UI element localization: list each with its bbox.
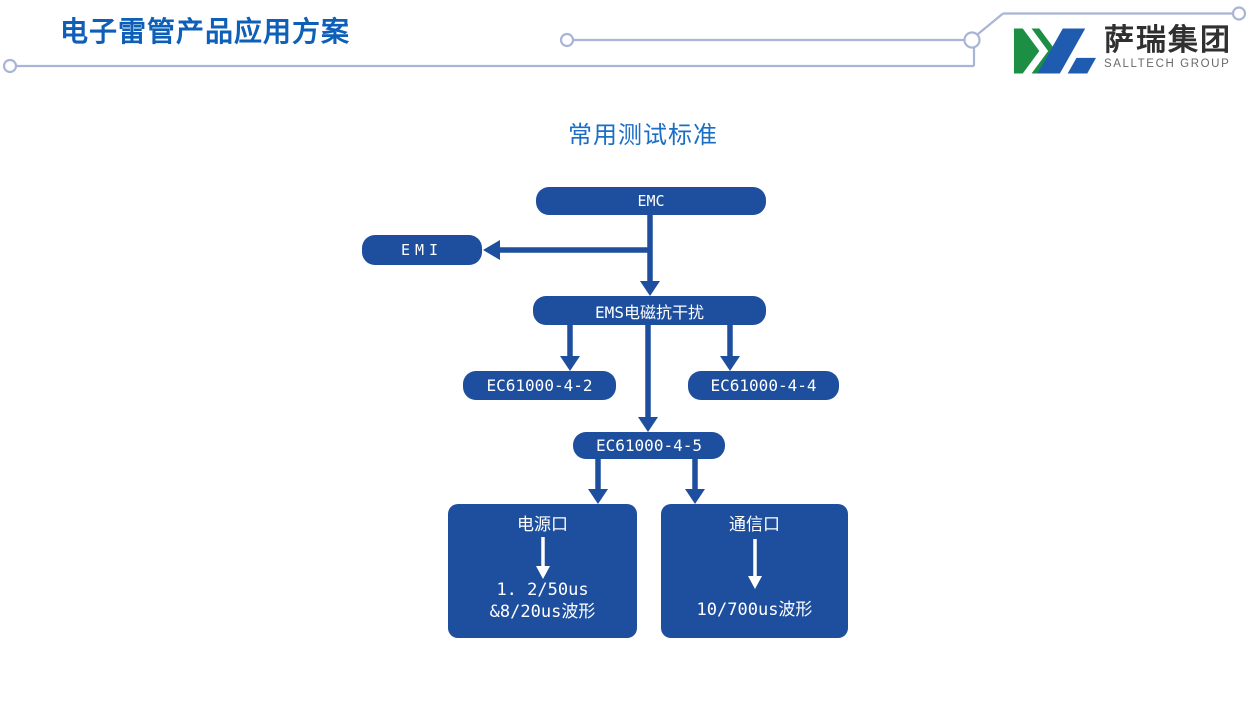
power-port-title: 电源口 — [517, 515, 568, 535]
flow-node-emi-label: EMI — [400, 241, 444, 259]
salltech-logo-icon — [1013, 28, 1096, 74]
power-port-waveform-line1: 1. 2/50us — [496, 580, 589, 600]
down-arrow-icon — [747, 539, 762, 589]
flow-node-ec61000-4-5: EC61000-4-5 — [573, 432, 725, 459]
comm-port-waveform-line1: 10/700us波形 — [696, 600, 813, 620]
logo-company-name: 萨瑞集团 — [1104, 24, 1232, 57]
flow-node-ec61000-4-4-label: EC61000-4-4 — [710, 376, 817, 395]
flow-node-ems-label: EMS电磁抗干扰 — [595, 302, 704, 322]
flow-node-comm-port: 通信口 10/700us波形 — [661, 504, 848, 638]
down-arrow-icon — [535, 537, 550, 579]
flow-node-ems: EMS电磁抗干扰 — [533, 296, 766, 325]
diagram-title: 常用测试标准 — [568, 122, 718, 149]
logo: 萨瑞集团 SALLTECH GROUP — [1012, 26, 1232, 76]
logo-company-subtitle: SALLTECH GROUP — [1104, 58, 1231, 70]
page-title: 电子雷管产品应用方案 — [60, 16, 351, 47]
flow-node-emi: EMI — [362, 235, 482, 265]
flow-node-ec61000-4-2-label: EC61000-4-2 — [486, 376, 593, 395]
logo-text: 萨瑞集团 SALLTECH GROUP — [1104, 24, 1232, 71]
flow-node-ec61000-4-5-label: EC61000-4-5 — [596, 436, 702, 455]
flow-node-emc: EMC — [536, 187, 766, 215]
flow-node-ec61000-4-4: EC61000-4-4 — [688, 371, 839, 400]
power-port-waveform-line2: &8/20us波形 — [489, 602, 596, 622]
flow-node-emc-label: EMC — [637, 192, 665, 210]
comm-port-title: 通信口 — [729, 515, 780, 535]
flow-node-ec61000-4-2: EC61000-4-2 — [463, 371, 616, 400]
flow-node-power-port: 电源口 1. 2/50us &8/20us波形 — [448, 504, 637, 638]
